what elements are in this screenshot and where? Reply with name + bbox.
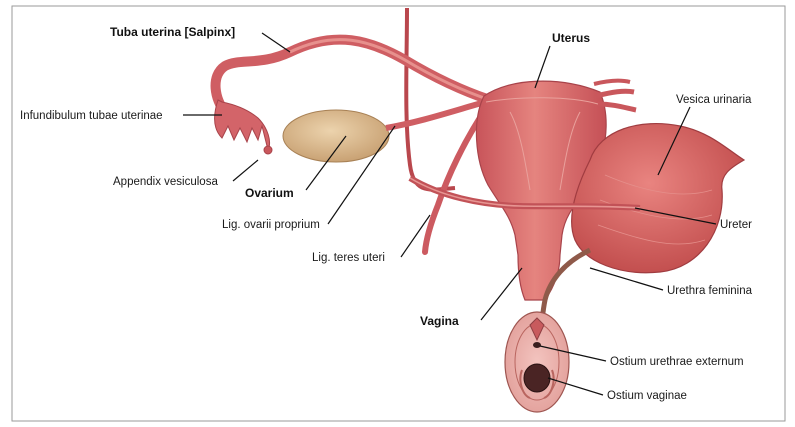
label-uterus: Uterus	[552, 31, 590, 45]
ovarium-drawing	[283, 102, 485, 162]
label-ostium-urethrae-externum: Ostium urethrae externum	[610, 356, 744, 368]
label-vagina: Vagina	[420, 314, 459, 328]
label-vesica-urinaria: Vesica urinaria	[676, 94, 752, 106]
vulva-drawing	[505, 312, 569, 412]
label-urethra-feminina: Urethra feminina	[667, 285, 753, 297]
leader-vagina	[481, 268, 522, 320]
label-ostium-vaginae: Ostium vaginae	[607, 390, 687, 402]
label-lig-teres-uteri: Lig. teres uteri	[312, 252, 385, 264]
vertical-vessel	[406, 8, 455, 190]
label-infundibulum: Infundibulum tubae uterinae	[20, 110, 163, 122]
label-ovarium: Ovarium	[245, 186, 294, 200]
leader-appendix	[233, 160, 258, 181]
vesica-urinaria-drawing	[572, 124, 744, 273]
leader-tuba	[262, 33, 290, 52]
label-appendix-vesiculosa: Appendix vesiculosa	[113, 176, 218, 188]
label-lig-ovarii-proprium: Lig. ovarii proprium	[222, 219, 320, 231]
label-tuba-uterina: Tuba uterina [Salpinx]	[110, 25, 235, 39]
label-ureter: Ureter	[720, 219, 752, 231]
